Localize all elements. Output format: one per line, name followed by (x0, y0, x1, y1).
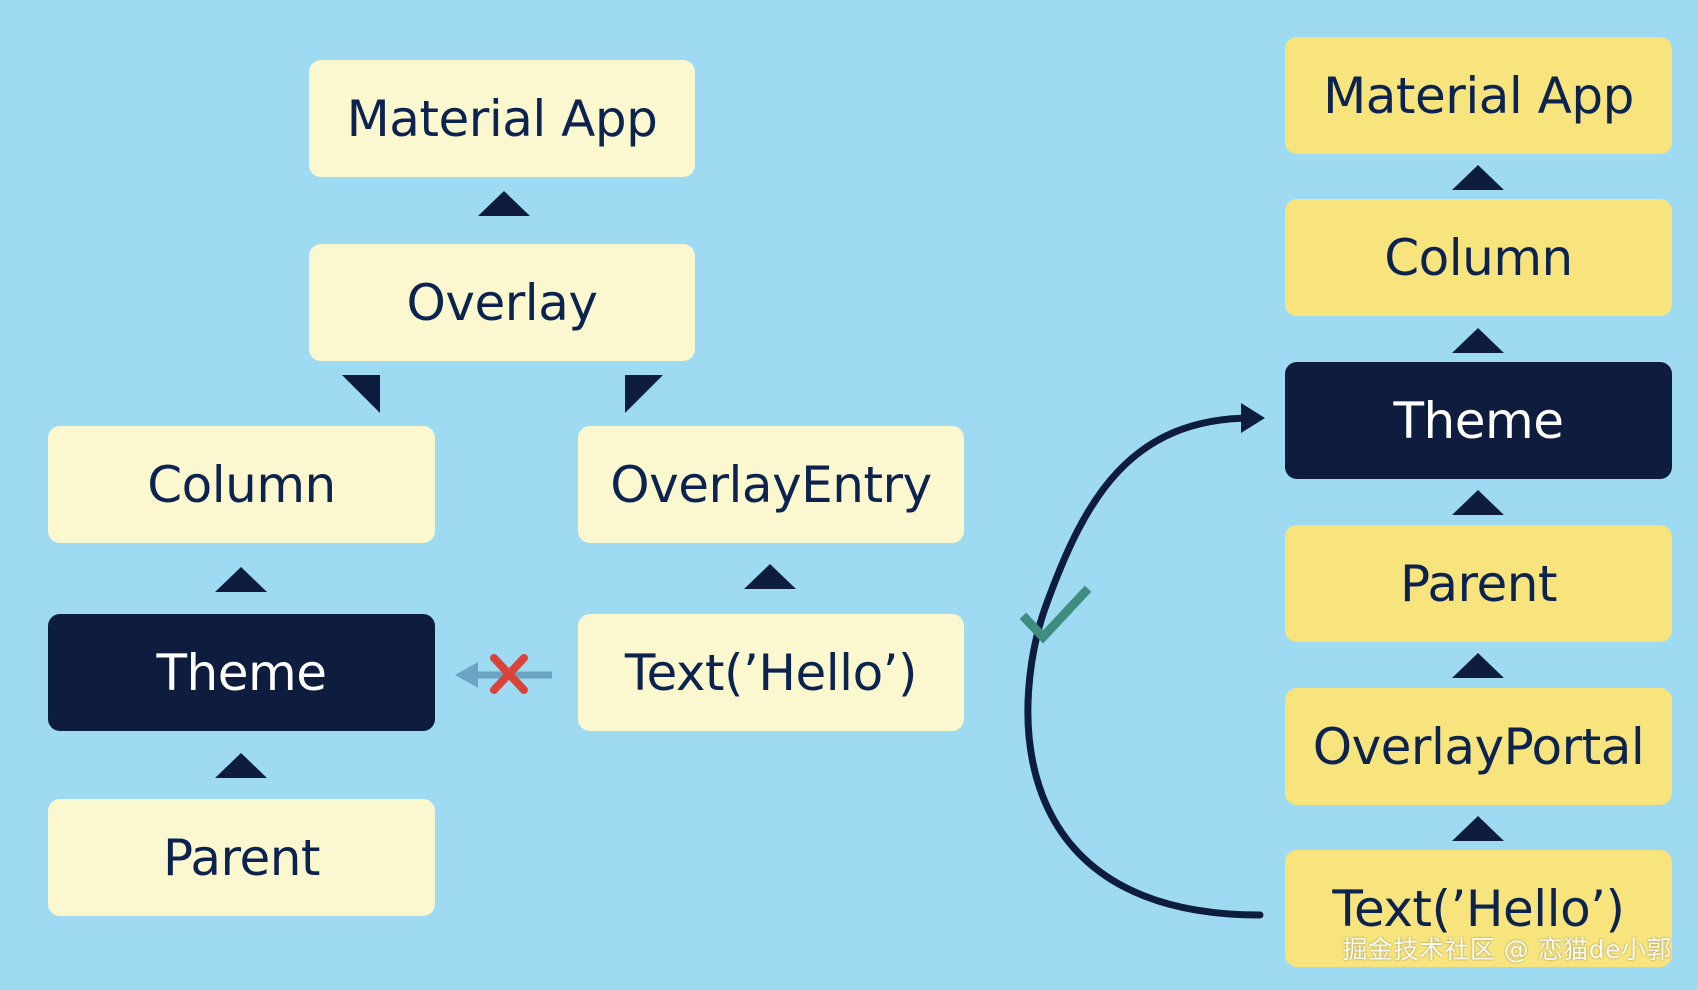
right-theme-label: Theme (1393, 391, 1564, 450)
left-text-hello-node: Text(’Hello’) (578, 614, 964, 731)
blocked-lookup-arrow (455, 654, 552, 694)
left-text-hello-label: Text(’Hello’) (624, 643, 918, 702)
right-theme-node: Theme (1285, 362, 1672, 479)
right-overlay-portal-node: OverlayPortal (1285, 688, 1672, 805)
arrow-theme-to-column-right-icon (1452, 328, 1504, 353)
portal-lookup-arrow (1024, 403, 1265, 919)
arrow-parent-to-theme-icon (215, 753, 267, 778)
left-column-node: Column (48, 426, 435, 543)
left-overlay-entry-node: OverlayEntry (578, 426, 964, 543)
right-parent-label: Parent (1399, 554, 1558, 613)
arrow-text-to-portal-right-icon (1452, 816, 1504, 841)
left-overlay-entry-label: OverlayEntry (610, 455, 932, 514)
arrow-text-to-entry-icon (744, 564, 796, 589)
right-material-app-label: Material App (1323, 66, 1634, 125)
left-material-app-node: Material App (309, 60, 695, 177)
right-text-hello-label: Text(’Hello’) (1332, 879, 1625, 938)
right-parent-node: Parent (1285, 525, 1672, 642)
left-overlay-node: Overlay (309, 244, 695, 361)
arrow-overlay-to-entry-icon (625, 375, 663, 413)
right-material-app-node: Material App (1285, 37, 1672, 154)
arrow-overlay-to-material-icon (478, 191, 530, 216)
arrow-portal-to-parent-right-icon (1452, 653, 1504, 678)
left-theme-label: Theme (156, 643, 327, 702)
arrow-column-to-material-right-icon (1452, 165, 1504, 190)
right-column-node: Column (1285, 199, 1672, 316)
arrow-theme-to-column-icon (215, 567, 267, 592)
right-overlay-portal-label: OverlayPortal (1312, 717, 1645, 776)
left-parent-node: Parent (48, 799, 435, 916)
arrow-overlay-to-column-icon (342, 375, 380, 413)
cross-icon (490, 654, 528, 694)
check-icon (1019, 585, 1092, 644)
left-column-label: Column (147, 455, 336, 514)
arrow-parent-to-theme-right-icon (1452, 490, 1504, 515)
left-theme-node: Theme (48, 614, 435, 731)
left-parent-label: Parent (162, 828, 321, 887)
left-overlay-label: Overlay (406, 273, 598, 332)
right-column-label: Column (1384, 228, 1573, 287)
left-material-app-label: Material App (346, 89, 658, 148)
right-text-hello-node: Text(’Hello’) (1285, 850, 1672, 967)
watermark-text: 掘金技术社区 @ 恋猫de小郭 (1342, 935, 1672, 964)
